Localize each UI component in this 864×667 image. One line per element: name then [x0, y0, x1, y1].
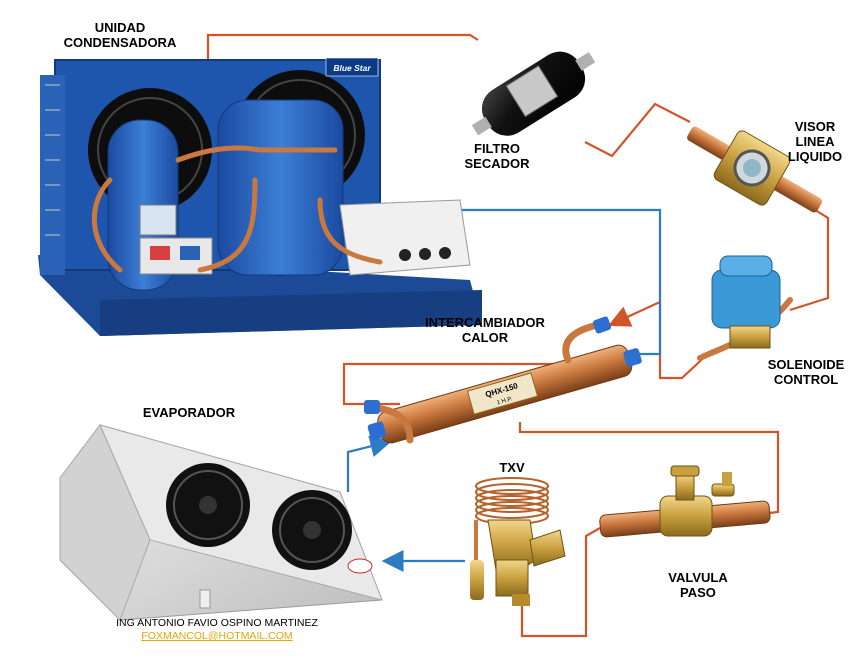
label-solenoid: SOLENOIDE CONTROL	[756, 357, 856, 387]
label-evaporator: EVAPORADOR	[134, 405, 244, 420]
author-email-link[interactable]: FOXMANCOL@HOTMAIL.COM	[102, 630, 332, 643]
label-filter-drier: FILTRO SECADOR	[452, 141, 542, 171]
label-line: LIQUIDO	[775, 149, 855, 164]
label-line: PASO	[658, 585, 738, 600]
label-heat-exchanger: INTERCAMBIADOR CALOR	[415, 315, 555, 345]
label-line: LINEA	[775, 134, 855, 149]
brand-label: Blue Star	[333, 63, 371, 73]
label-txv: TXV	[492, 460, 532, 475]
label-condensing-unit: UNIDAD CONDENSADORA	[60, 20, 180, 50]
label-line: CONDENSADORA	[60, 35, 180, 50]
author-credit: ING ANTONIO FAVIO OSPINO MARTINEZ FOXMAN…	[102, 617, 332, 643]
label-line: VALVULA	[658, 570, 738, 585]
evaporator-image	[60, 425, 382, 620]
label-line: VISOR	[775, 119, 855, 134]
label-line: SOLENOIDE	[756, 357, 856, 372]
label-ball-valve: VALVULA PASO	[658, 570, 738, 600]
condensing-unit-image: Blue Star	[38, 58, 482, 336]
label-line: UNIDAD	[60, 20, 180, 35]
solenoid-valve-image	[700, 256, 790, 358]
label-line: CONTROL	[756, 372, 856, 387]
label-line: INTERCAMBIADOR	[415, 315, 555, 330]
txv-image	[470, 478, 565, 606]
filter-drier-image	[462, 36, 606, 152]
author-name: ING ANTONIO FAVIO OSPINO MARTINEZ	[102, 617, 332, 630]
label-sight-glass: VISOR LINEA LIQUIDO	[775, 119, 855, 164]
label-line: FILTRO	[452, 141, 542, 156]
label-line: SECADOR	[452, 156, 542, 171]
ball-valve-image	[599, 466, 770, 537]
label-line: CALOR	[415, 330, 555, 345]
